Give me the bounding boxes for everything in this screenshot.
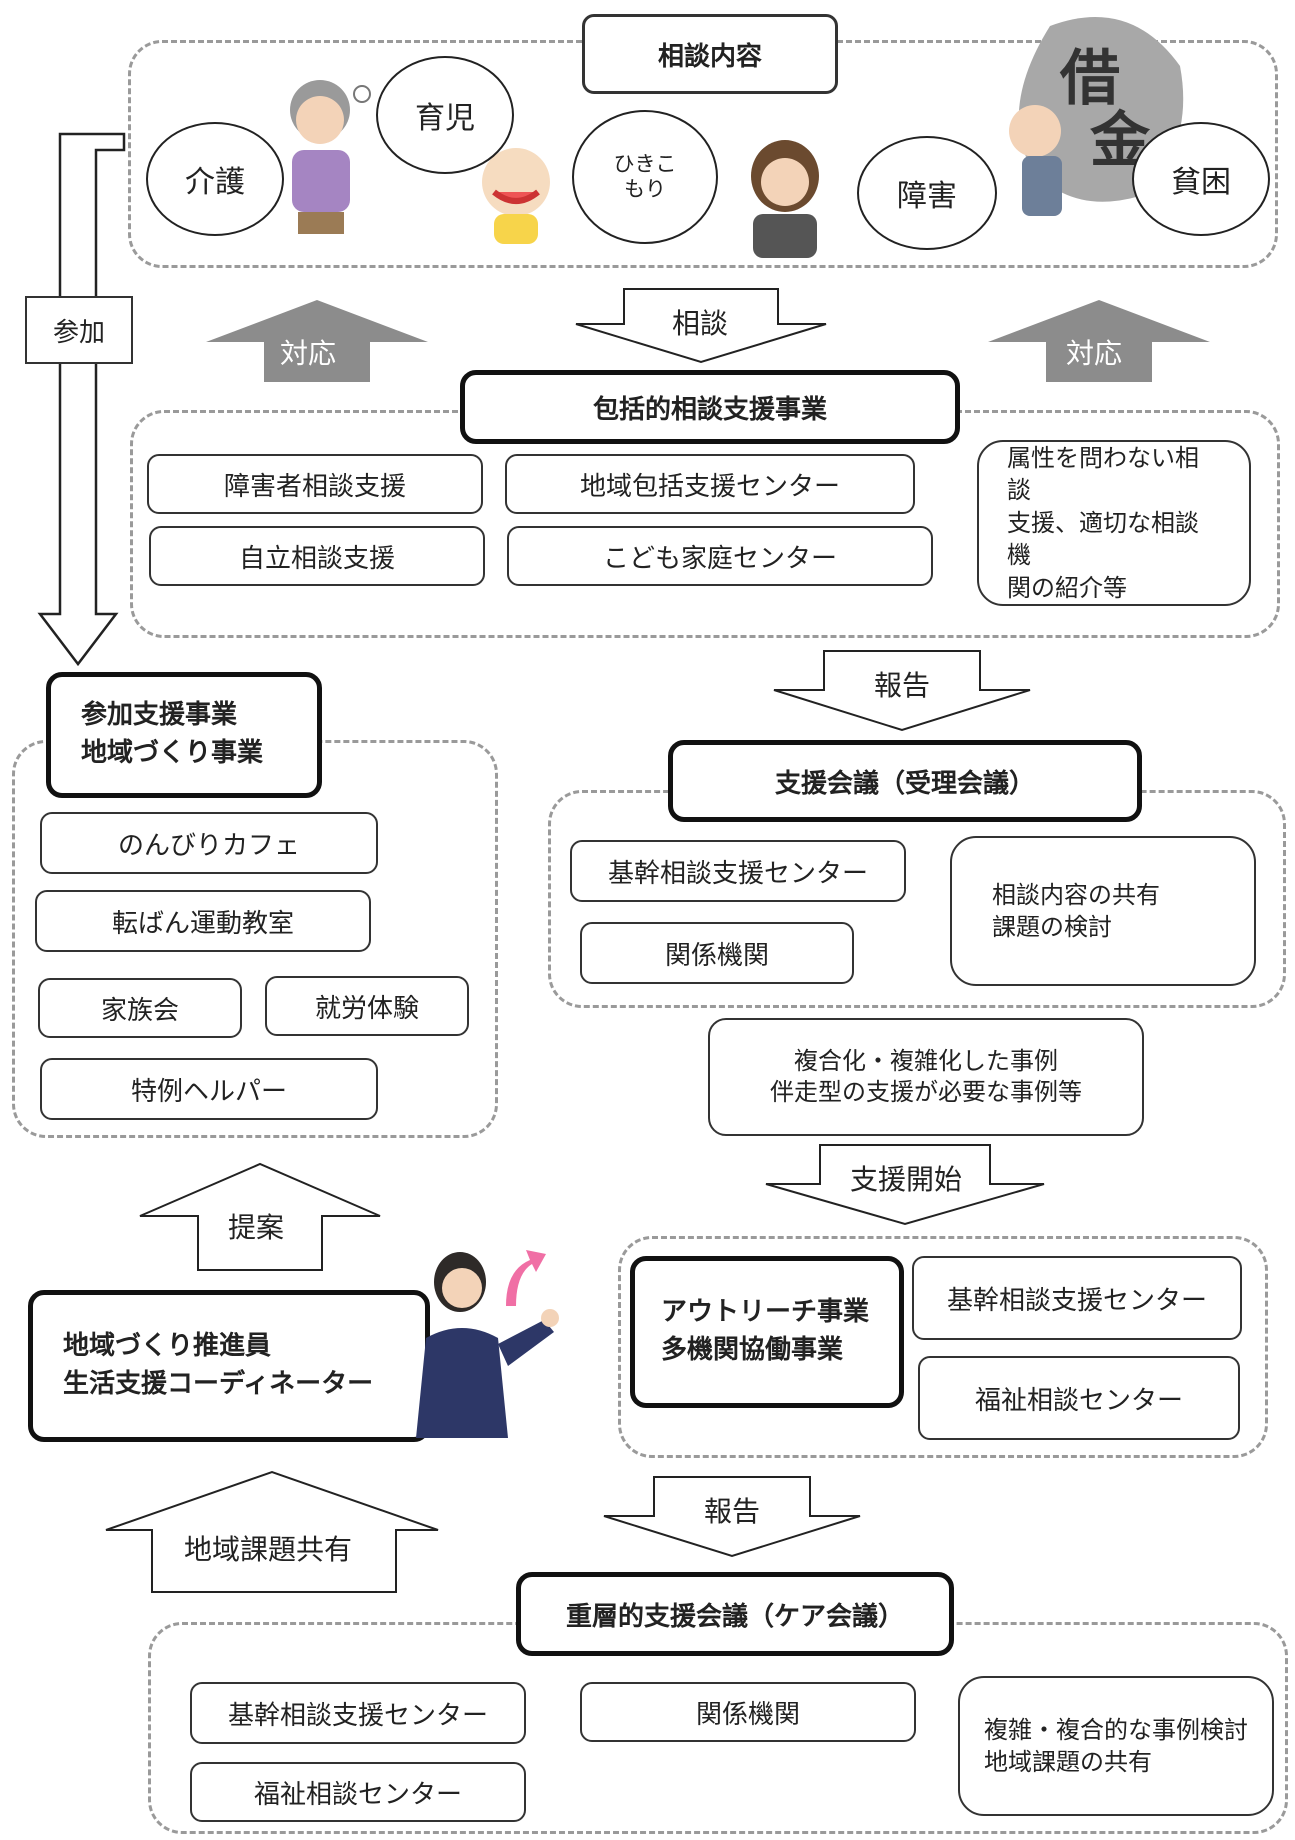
taio-left-arrow	[206, 300, 428, 382]
sanka-label: 参加	[25, 296, 133, 364]
item-fukushi-sodan-1: 福祉相談センター	[918, 1356, 1240, 1440]
taio-right-label: 対応	[1066, 337, 1123, 370]
chiiki-kadai-label: 地域課題共有	[184, 1533, 353, 1566]
jirei-box: 複合化・複雑化した事例 伴走型の支援が必要な事例等	[708, 1018, 1144, 1136]
care-kaigi-note: 複雑・複合的な事例検討 地域課題の共有	[958, 1676, 1274, 1816]
coordinator-box: 地域づくり推進員 生活支援コーディネーター	[28, 1290, 430, 1442]
item-shurou-taiken: 就労体験	[265, 976, 469, 1036]
bubble-shogai: 障害	[857, 136, 997, 250]
item-chiiki-houkatsu: 地域包括支援センター	[505, 454, 915, 514]
item-nonbiri-cafe: のんびりカフェ	[40, 812, 378, 874]
bubble-hikikomori: ひきこ もり	[572, 110, 718, 244]
item-fukushi-sodan-2: 福祉相談センター	[190, 1762, 526, 1822]
houkoku1-arrow	[773, 650, 1031, 732]
item-shogaisha-sodan: 障害者相談支援	[147, 454, 483, 514]
care-kaigi-title: 重層的支援会議（ケア会議）	[516, 1572, 954, 1656]
item-kodomo-katei: こども家庭センター	[507, 526, 933, 586]
shien-kaishi-arrow	[765, 1144, 1045, 1226]
taio-left-label: 対応	[280, 337, 337, 370]
item-tokurei-helper: 特例ヘルパー	[40, 1058, 378, 1120]
item-jiritsu-sodan: 自立相談支援	[149, 526, 485, 586]
houkoku2-arrow	[603, 1476, 861, 1558]
consultation-title: 相談内容	[582, 14, 838, 94]
debt-sign-char-1: 借	[1060, 44, 1120, 114]
crying-baby-icon	[482, 148, 550, 244]
shien-kaishi-label: 支援開始	[850, 1163, 963, 1196]
houkoku1-label: 報告	[874, 669, 931, 702]
houkoku2-label: 報告	[704, 1495, 761, 1528]
teian-arrow	[139, 1162, 381, 1271]
taio-right-arrow	[988, 300, 1210, 382]
item-kikan-sodan-2: 基幹相談支援センター	[912, 1256, 1242, 1340]
teian-label: 提案	[228, 1211, 285, 1244]
item-kazokukai: 家族会	[38, 978, 242, 1038]
sanka-shien-title: 参加支援事業 地域づくり事業	[46, 672, 322, 798]
upward-pink-arrow-icon	[506, 1250, 546, 1306]
shien-kaigi-note: 相談内容の共有 課題の検討	[950, 836, 1256, 986]
outreach-area	[618, 1236, 1268, 1458]
withdrawn-woman-icon	[751, 140, 819, 258]
shien-kaigi-title: 支援会議（受理会議）	[668, 740, 1142, 822]
houkatsu-note: 属性を問わない相談 支援、適切な相談機 関の紹介等	[977, 440, 1251, 606]
bubble-ikuji: 育児	[376, 56, 514, 174]
coordinator-woman-icon	[416, 1252, 559, 1438]
elderly-woman-icon	[290, 80, 371, 234]
item-koroban-undou: 転ばん運動教室	[35, 890, 371, 952]
chiiki-kadai-arrow	[105, 1470, 439, 1593]
item-kikan-sodan-3: 基幹相談支援センター	[190, 1682, 526, 1744]
bubble-kaigo: 介護	[146, 122, 284, 236]
item-kankei-kikan-2: 関係機関	[580, 1682, 916, 1742]
bubble-hinkon: 貧困	[1132, 122, 1270, 236]
sodan-label: 相談	[672, 307, 729, 340]
item-kankei-kikan-1: 関係機関	[580, 922, 854, 984]
outreach-title: アウトリーチ事業 多機関協働事業	[630, 1256, 904, 1408]
item-kikan-sodan-1: 基幹相談支援センター	[570, 840, 906, 902]
sodan-arrow	[575, 288, 827, 364]
sanka-arrow	[37, 132, 126, 667]
houkatsu-title: 包括的相談支援事業	[460, 370, 960, 444]
